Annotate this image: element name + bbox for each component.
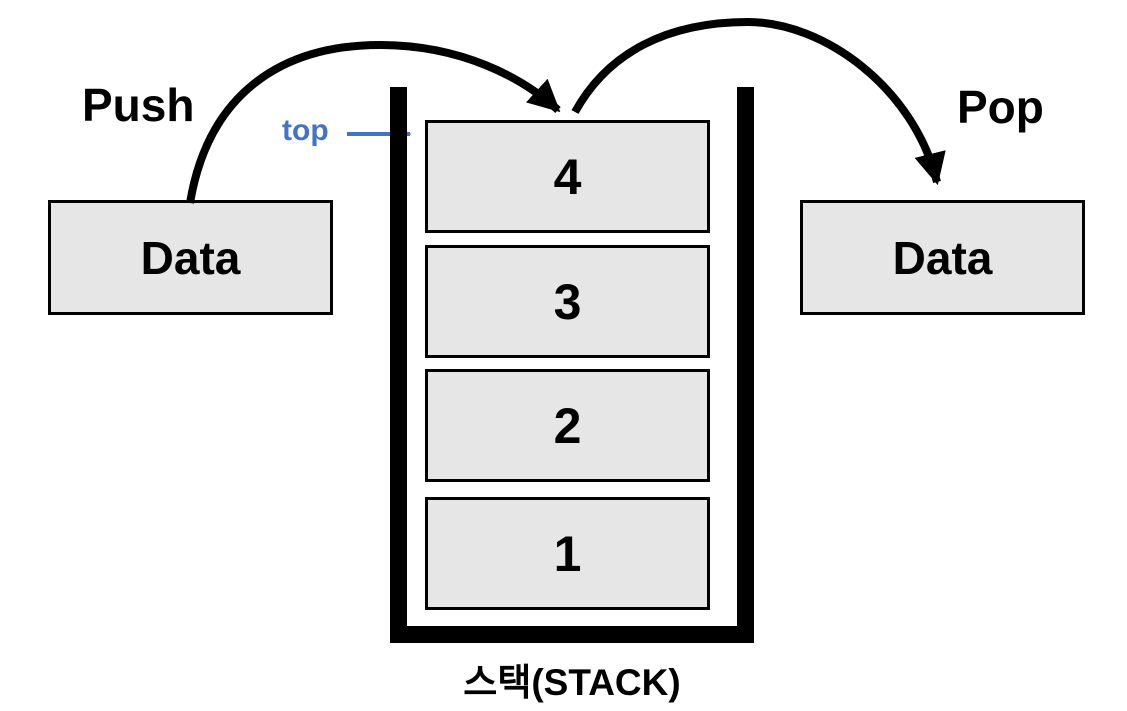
pop-label: Pop [957,81,1044,133]
pop-data-box: Data [800,200,1085,315]
stack-bottom-wall [390,626,754,643]
top-pointer-label: top [282,114,329,147]
push-label: Push [82,79,195,131]
stack-item-top: 4 [425,120,710,233]
stack-item: 2 [425,369,710,482]
push-data-box: Data [48,200,333,315]
stack-item: 3 [425,245,710,358]
push-data-box-label: Data [140,231,241,284]
stack-left-wall [390,87,407,643]
pop-data-box-label: Data [892,231,993,284]
stack-item-bottom: 1 [425,497,710,610]
stack-right-wall [737,87,754,643]
stack-caption: 스택(STACK) [463,662,681,703]
